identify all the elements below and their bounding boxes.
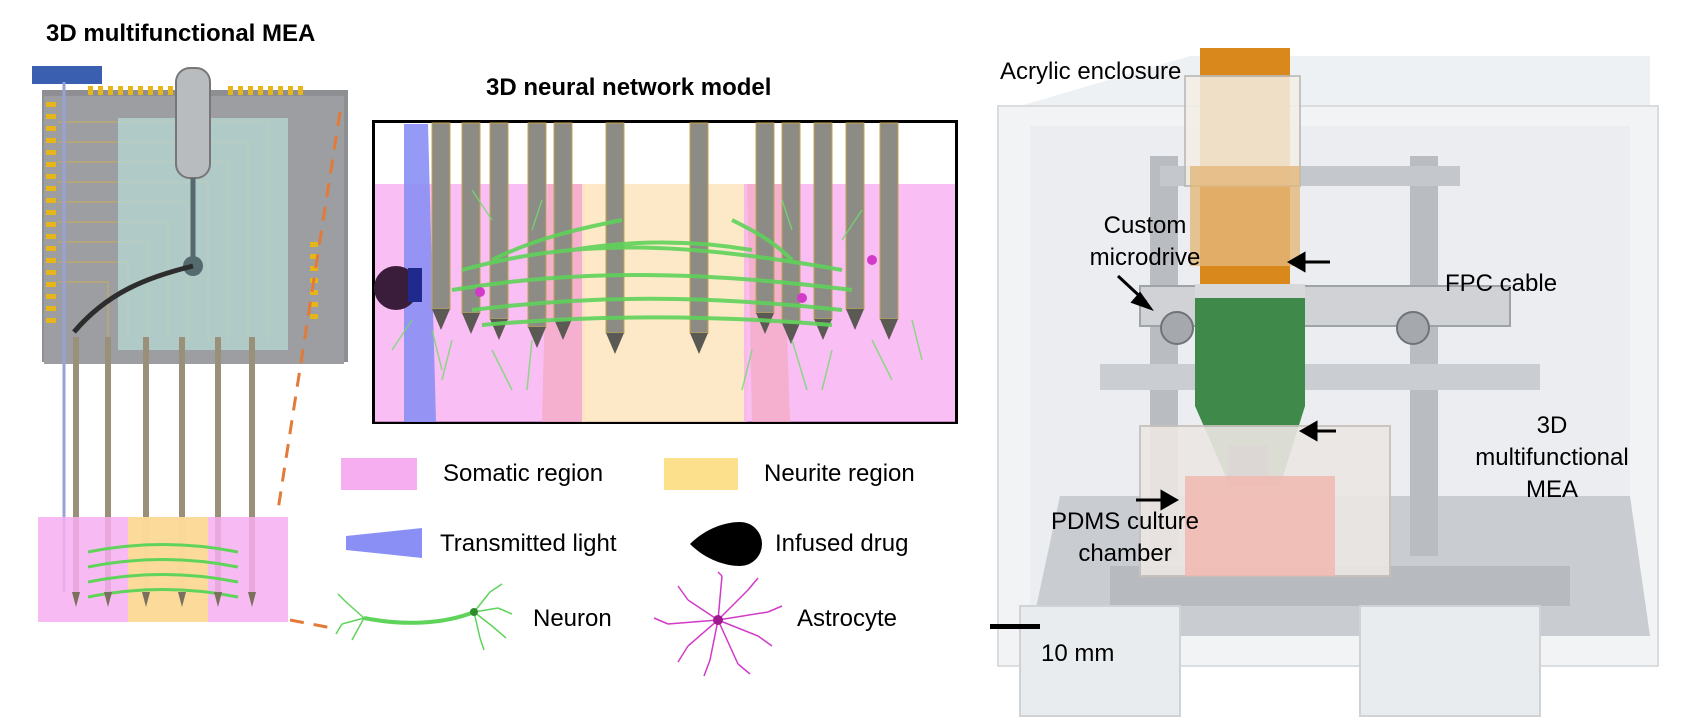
model-title: 3D neural network model: [486, 74, 772, 101]
label-mea-line3: MEA: [1525, 476, 1578, 503]
legend-light-swatch: [346, 528, 422, 558]
reservoir: [175, 67, 211, 179]
label-scale: 10 mm: [1041, 640, 1115, 667]
photo-arrows: [1116, 251, 1336, 511]
label-microdrive: Custom microdrive: [1065, 210, 1225, 274]
legend-drug-label: Infused drug: [775, 530, 909, 557]
gold-pads-left: [46, 102, 56, 323]
mea-device-illustration: [32, 66, 348, 622]
label-mea-line2: multifunctional: [1475, 444, 1629, 471]
legend-neuron-label: Neuron: [533, 605, 612, 632]
label-microdrive-line2: microdrive: [1089, 244, 1201, 271]
label-fpc: FPC cable: [1445, 270, 1558, 297]
label-pdms: PDMS culture chamber: [1030, 506, 1220, 570]
shank-tips: [72, 592, 256, 607]
label-pdms-line2: chamber: [1078, 540, 1172, 567]
culture-block-neurite: [128, 517, 208, 622]
zoom-lines: [276, 111, 342, 630]
legend-neuron-icon: [335, 583, 513, 651]
legend-neurite-swatch: [664, 458, 738, 490]
model-neuron-bundles: [451, 218, 853, 327]
device-photo: [990, 48, 1659, 717]
legend-somatic-label: Somatic region: [443, 460, 604, 487]
legend-astrocyte-label: Astrocyte: [797, 605, 898, 632]
gold-pads-top: [88, 86, 303, 95]
neural-network-model: [372, 120, 958, 424]
model-astrocytes: [475, 255, 877, 303]
connector-tab: [32, 66, 102, 84]
mea-title: 3D multifunctional MEA: [46, 20, 316, 47]
label-acrylic: Acrylic enclosure: [1000, 58, 1182, 85]
label-mea: 3D multifunctional MEA: [1452, 410, 1652, 506]
scale-bar: [990, 624, 1040, 629]
legend-somatic-swatch: [341, 458, 417, 490]
model-shank-tips: [432, 309, 898, 354]
label-pdms-line1: PDMS culture: [1050, 508, 1200, 535]
pillar-right: [1410, 156, 1438, 556]
model-neurites: [391, 189, 923, 391]
legend-drug-icon: [690, 522, 762, 566]
legend-light-label: Transmitted light: [440, 530, 617, 557]
label-mea-line1: 3D: [1536, 412, 1568, 439]
legend-astrocyte-icon: [653, 571, 783, 677]
model-shanks: [431, 122, 899, 334]
label-microdrive-line1: Custom: [1103, 212, 1187, 239]
legend-neurite-label: Neurite region: [764, 460, 915, 487]
model-drug-droplet: [374, 266, 418, 310]
